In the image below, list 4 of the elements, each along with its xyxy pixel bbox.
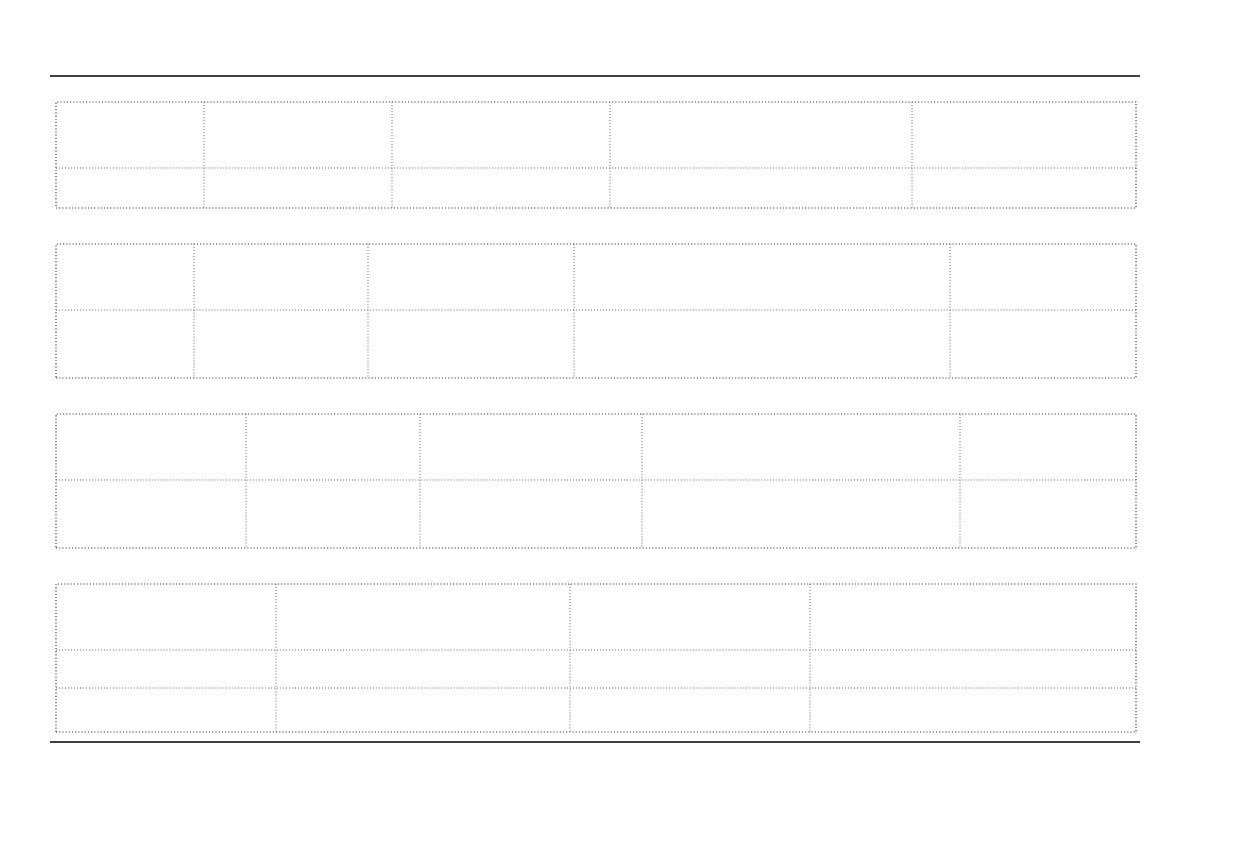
empty-table <box>55 101 1137 209</box>
empty-table <box>55 243 1137 379</box>
empty-table <box>55 583 1137 733</box>
empty-table <box>55 413 1137 549</box>
